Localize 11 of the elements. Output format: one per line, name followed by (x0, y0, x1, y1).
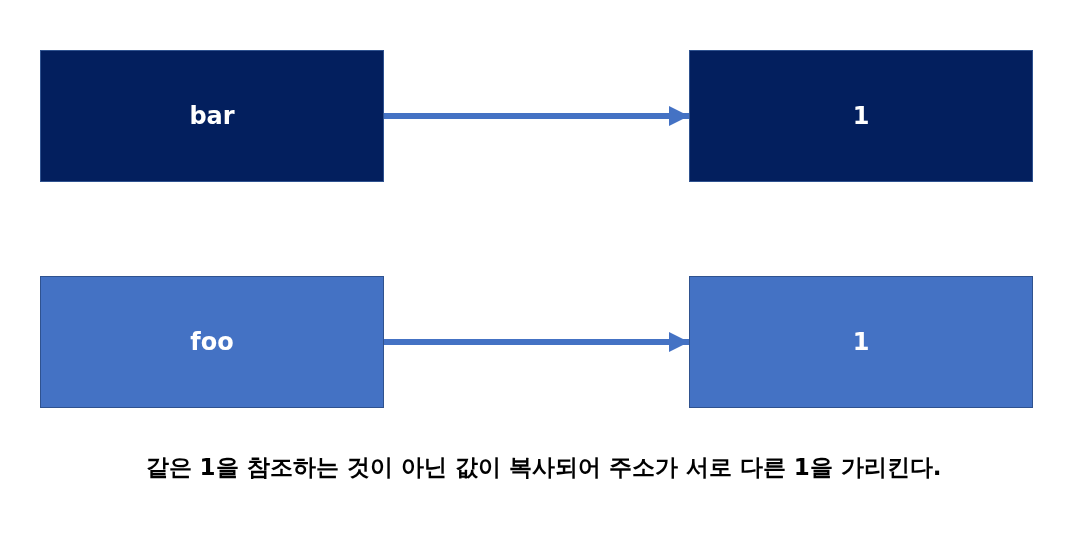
arrow (384, 332, 689, 352)
box-label: 1 (852, 102, 870, 130)
box-label: 1 (852, 328, 870, 356)
value-box (689, 50, 1033, 182)
variable-box (40, 276, 384, 408)
value-box (689, 276, 1033, 408)
variable-box (40, 50, 384, 182)
arrow (384, 106, 689, 126)
caption: 같은 1을 참조하는 것이 아닌 값이 복사되어 주소가 서로 다른 1을 가리킨다. (145, 454, 942, 480)
box-label: bar (189, 102, 235, 130)
box-label: foo (190, 328, 234, 356)
